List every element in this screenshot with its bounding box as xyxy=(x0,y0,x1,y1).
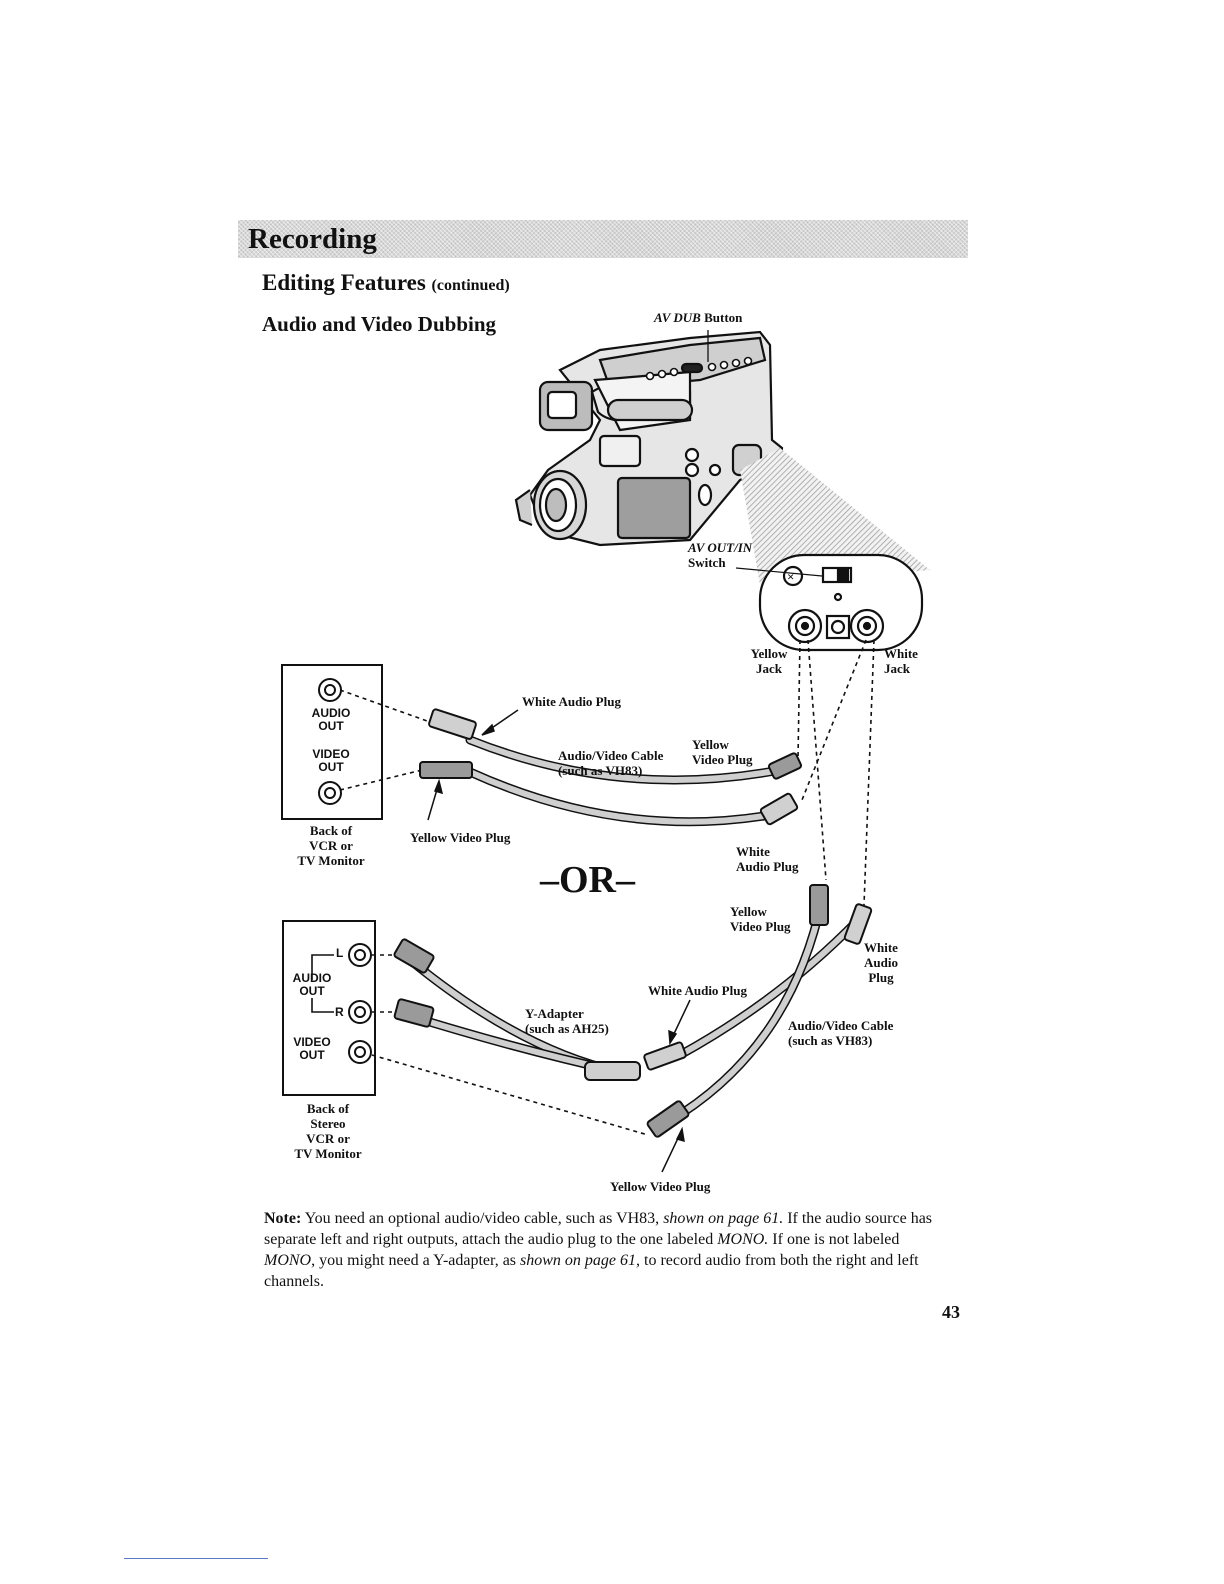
vcr-panel-caption: Back of VCR or TV Monitor xyxy=(297,823,365,868)
note-label: Note: xyxy=(264,1210,302,1227)
top-white-audio-plug-right-label: White Audio Plug xyxy=(736,844,799,874)
av-out-in-italic: AV OUT/IN xyxy=(688,540,753,555)
av-dub-button-label: AV DUB Button xyxy=(654,310,742,325)
note-text-5: to record audio from both the right and … xyxy=(264,1252,919,1290)
note-text-1: You need an optional audio/video cable, … xyxy=(301,1210,664,1227)
stereo-r-label: R xyxy=(335,1005,344,1019)
yellow-jack-label: Yellow Jack xyxy=(750,646,788,676)
av-dub-italic: AV DUB xyxy=(654,310,701,325)
y-adapter-label: Y-Adapter (such as AH25) xyxy=(525,1006,609,1036)
bottom-yellow-video-plug-bottom-label: Yellow Video Plug xyxy=(610,1179,711,1194)
bottom-cable-label: Audio/Video Cable (such as VH83) xyxy=(788,1018,894,1048)
bottom-yellow-video-plug-label: Yellow Video Plug xyxy=(730,904,791,934)
bottom-av-cable xyxy=(393,884,873,1138)
top-cable-label: Audio/Video Cable (such as VH83) xyxy=(558,748,664,778)
footer-rule xyxy=(124,1558,268,1559)
vcr-back-panel xyxy=(281,664,383,820)
camcorder-illustration xyxy=(514,330,784,547)
note-text-2: If the audio source has separate left an… xyxy=(264,1210,933,1248)
jack-panel-illustration: × xyxy=(735,553,924,652)
section-header-bar xyxy=(238,220,968,258)
stereo-panel-caption: Back of Stereo VCR or TV Monitor xyxy=(294,1101,362,1161)
note-ref-2: shown on page 61, xyxy=(520,1252,641,1269)
note-ref-1: shown on page 61. xyxy=(663,1210,784,1227)
top-yellow-video-plug-right-label: Yellow Video Plug xyxy=(692,737,753,767)
subheading: Audio and Video Dubbing xyxy=(262,312,497,336)
bottom-white-audio-plug-right-label: White Audio Plug xyxy=(864,940,898,985)
heading-title: Editing Features xyxy=(262,270,426,295)
page-heading: Editing Features (continued) xyxy=(262,270,510,296)
stereo-audio-out-label: AUDIO OUT xyxy=(292,971,332,998)
bottom-white-audio-plug-label: White Audio Plug xyxy=(648,983,747,998)
stereo-l-label: L xyxy=(336,946,344,960)
note-paragraph: Note: You need an optional audio/video c… xyxy=(264,1208,944,1292)
white-jack-label: White Jack xyxy=(884,646,918,676)
note-mono-1: MONO. xyxy=(717,1231,769,1248)
vcr-video-out-label: VIDEO OUT xyxy=(312,747,350,774)
vcr-audio-out-label: AUDIO OUT xyxy=(311,706,351,733)
top-yellow-video-plug-left-label: Yellow Video Plug xyxy=(410,830,511,845)
av-dub-rest: Button xyxy=(700,310,743,325)
stereo-back-panel xyxy=(282,920,376,1096)
heading-suffix: (continued) xyxy=(431,277,510,294)
svg-text:×: × xyxy=(787,569,794,584)
switch-text: Switch xyxy=(688,555,726,570)
top-av-cable xyxy=(419,708,802,827)
stereo-video-out-label: VIDEO OUT xyxy=(293,1035,331,1062)
note-text-3: If one is not labeled xyxy=(768,1231,900,1248)
note-mono-2: MONO xyxy=(264,1252,312,1269)
top-white-audio-plug-label: White Audio Plug xyxy=(522,694,621,709)
page-number: 43 xyxy=(942,1302,960,1322)
or-separator: –OR– xyxy=(540,859,635,901)
note-text-4: , you might need a Y-adapter, as xyxy=(311,1252,521,1269)
section-title: Recording xyxy=(248,223,377,255)
